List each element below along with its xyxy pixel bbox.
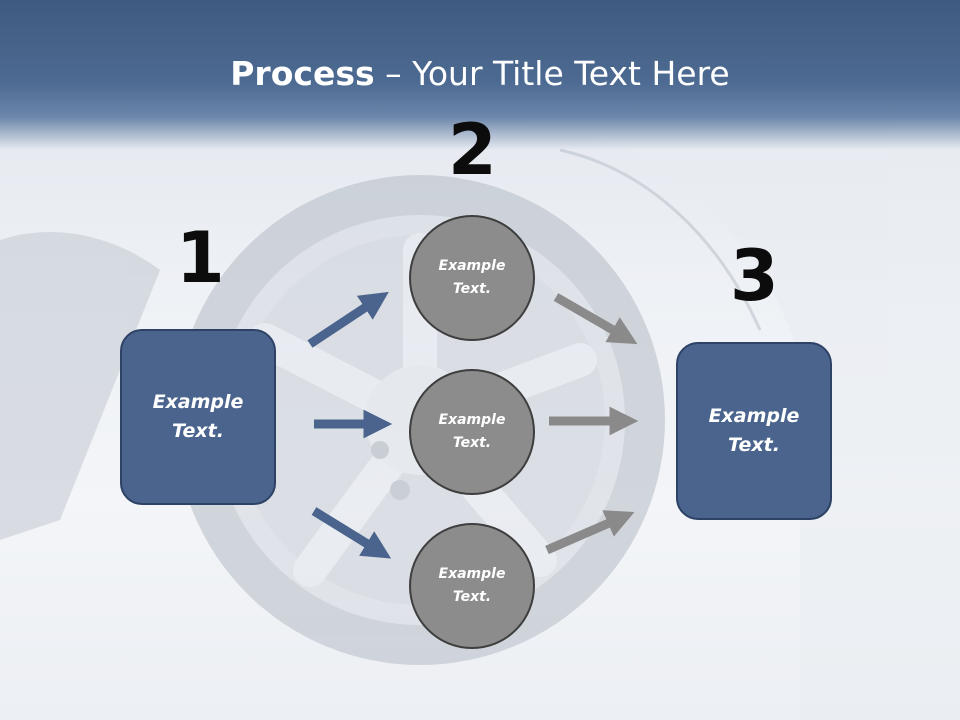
step-3-label-line1: Example <box>708 405 800 427</box>
step-3-label-line2: Text. <box>728 434 780 456</box>
circle-top-label-line2: Text. <box>452 281 492 297</box>
step-2-circle-bottom: Example Text. <box>409 523 535 649</box>
step-1-label-line2: Text. <box>172 420 224 442</box>
title-band <box>0 0 960 150</box>
circle-bottom-label-line2: Text. <box>452 589 492 605</box>
title-rest: – Your Title Text Here <box>374 54 730 93</box>
arrow-1-to-bottom <box>311 507 392 559</box>
step-1-label-line1: Example <box>152 391 244 413</box>
arrow-bottom-to-3 <box>545 510 635 555</box>
step-number-1: 1 <box>176 217 225 299</box>
step-1-box: Example Text. <box>120 329 276 505</box>
circle-bottom-label-line1: Example <box>438 566 506 582</box>
step-3-box: Example Text. <box>676 342 832 520</box>
step-2-circle-middle: Example Text. <box>409 369 535 495</box>
slide-title: Process – Your Title Text Here <box>0 52 960 96</box>
title-bold: Process <box>230 54 375 93</box>
circle-middle-label-line2: Text. <box>452 435 492 451</box>
circle-top-label-line1: Example <box>438 258 506 274</box>
circle-middle-label-line1: Example <box>438 412 506 428</box>
arrow-1-to-top <box>307 291 389 348</box>
step-number-3: 3 <box>730 235 779 317</box>
step-number-2: 2 <box>448 109 497 191</box>
step-2-circle-top: Example Text. <box>409 215 535 341</box>
arrow-top-to-3 <box>553 293 638 345</box>
